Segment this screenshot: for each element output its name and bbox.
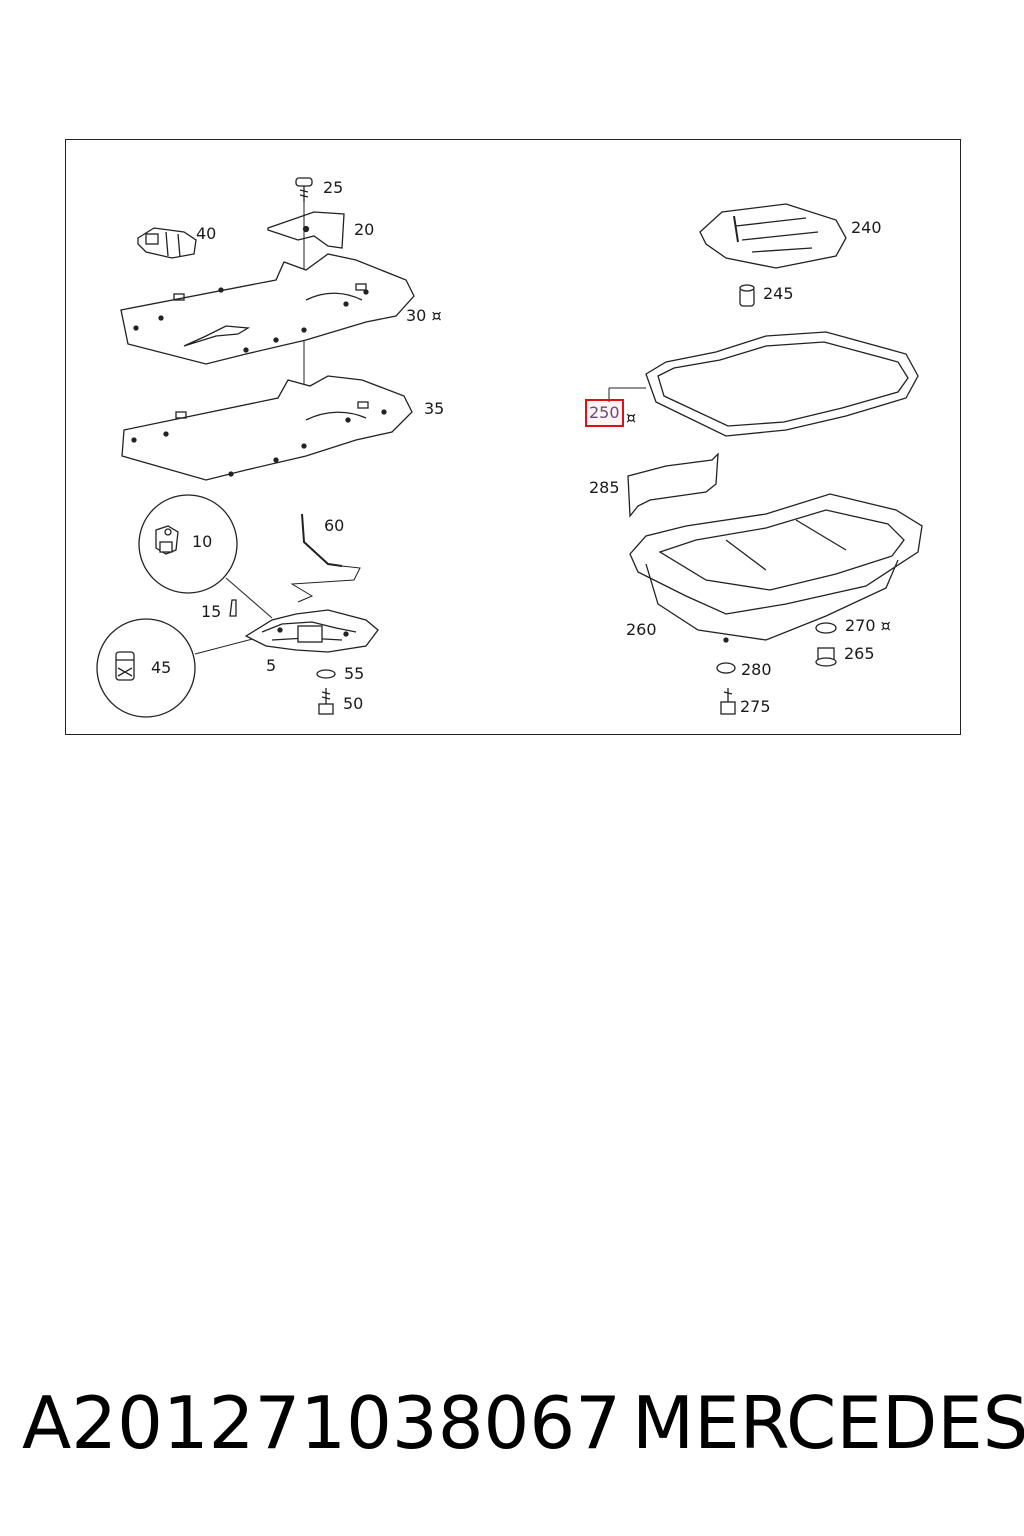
callout-270: 270 ¤ <box>845 616 891 635</box>
callout-250-highlighted[interactable]: 250 <box>585 399 624 427</box>
parts-diagram-frame: 25 20 40 30 ¤ 35 10 60 15 45 5 55 50 240… <box>65 139 961 735</box>
callout-245: 245 <box>763 284 794 303</box>
callout-20: 20 <box>354 220 375 239</box>
plug-265-icon <box>815 647 837 667</box>
tube-60-icon <box>301 513 343 567</box>
callout-60: 60 <box>324 516 345 535</box>
callout-5: 5 <box>266 656 277 675</box>
callout-275: 275 <box>740 697 771 716</box>
washer-270-icon <box>815 622 837 634</box>
screw-275-icon <box>720 688 736 715</box>
callout-30: 30 ¤ <box>406 306 442 325</box>
callout-55: 55 <box>344 664 365 683</box>
bolt-50-icon <box>318 688 334 715</box>
callout-265: 265 <box>844 644 875 663</box>
callout-280: 280 <box>741 660 772 679</box>
oil-pan-260-icon <box>629 493 923 643</box>
callout-40: 40 <box>196 224 217 243</box>
detail-45-circle <box>96 618 196 718</box>
seal-245-icon <box>739 284 755 307</box>
connector-40-icon <box>137 227 197 259</box>
callout-250-suffix: ¤ <box>626 408 637 427</box>
plate-30-icon <box>120 253 415 365</box>
callout-25: 25 <box>323 178 344 197</box>
gasket-250-icon <box>645 331 919 437</box>
part-caption: A201271038067 MERCEDES <box>22 1378 1024 1468</box>
washer-55-icon <box>316 669 336 679</box>
brand-name: MERCEDES <box>632 1381 1024 1465</box>
callout-50: 50 <box>343 694 364 713</box>
callout-45: 45 <box>151 658 172 677</box>
parts-diagram-drawing <box>96 177 923 718</box>
detail-10-circle <box>138 494 238 594</box>
washer-280-icon <box>716 662 736 674</box>
callout-260: 260 <box>626 620 657 639</box>
plate-35-icon <box>121 375 413 481</box>
callout-10: 10 <box>192 532 213 551</box>
clip-15-icon <box>229 599 237 617</box>
bracket-285-icon <box>627 452 719 518</box>
part-number: A201271038067 <box>22 1381 621 1465</box>
callout-35: 35 <box>424 399 445 418</box>
callout-15: 15 <box>201 602 222 621</box>
callout-285: 285 <box>589 478 620 497</box>
screw-25-icon <box>295 177 313 202</box>
valve-body-5-icon <box>244 609 379 653</box>
callout-240: 240 <box>851 218 882 237</box>
filter-240-icon <box>699 203 847 269</box>
